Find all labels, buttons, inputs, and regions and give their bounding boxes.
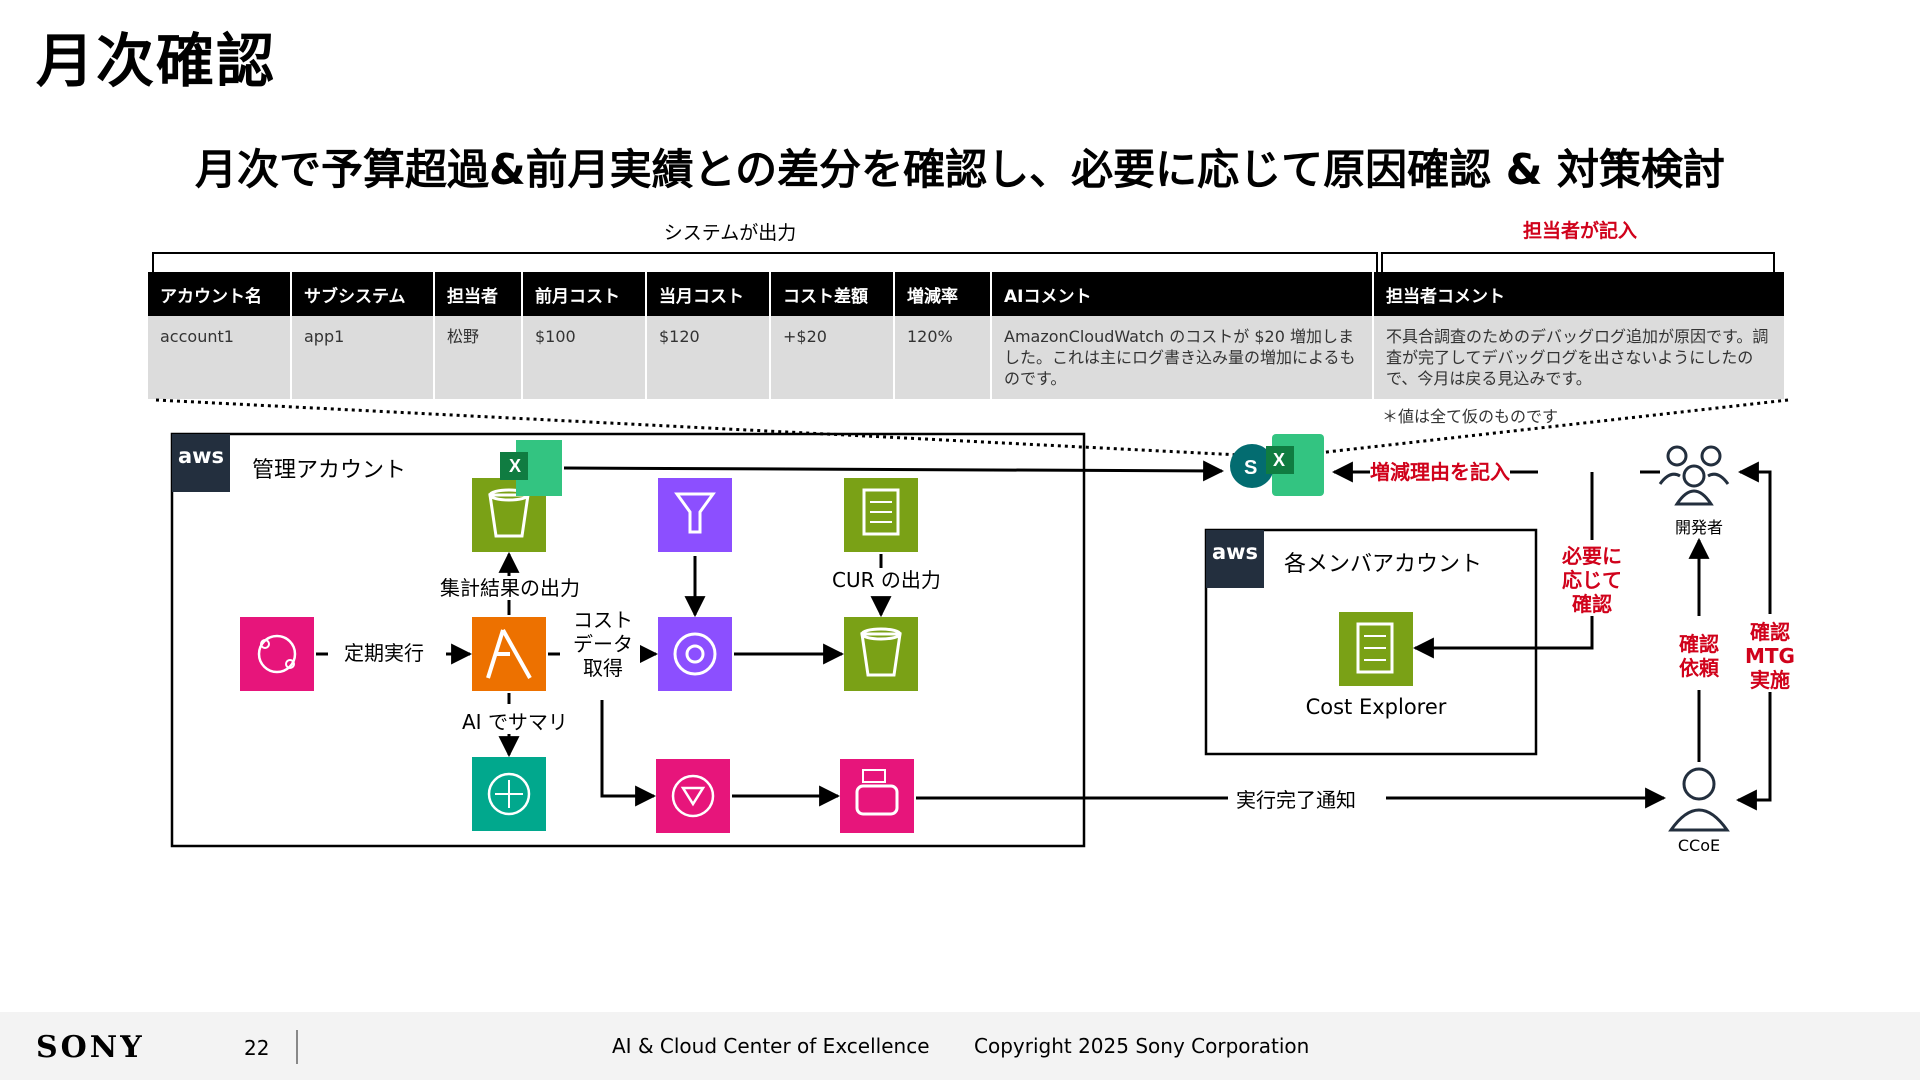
management-account-title: 管理アカウント bbox=[252, 458, 407, 483]
request-check-label: 確認 依頼 bbox=[1670, 632, 1728, 680]
cell-prev-cost: $100 bbox=[522, 316, 647, 399]
developers-icon bbox=[1658, 445, 1730, 506]
zoom-line-right bbox=[1299, 398, 1789, 457]
cell-diff: +$20 bbox=[770, 316, 895, 399]
sharepoint-excel-icon: S X bbox=[1230, 434, 1324, 496]
member-account-title: 各メンバアカウント bbox=[1284, 552, 1483, 577]
cost-data-label: コスト データ 取得 bbox=[566, 608, 640, 680]
table-row: account1 app1 松野 $100 $120 +$20 120% Ama… bbox=[148, 316, 1786, 399]
management-account-box bbox=[170, 432, 1086, 848]
header-owner: 担当者 bbox=[434, 272, 523, 316]
zoom-line-left bbox=[155, 398, 1241, 457]
scheduled-label: 定期実行 bbox=[344, 641, 424, 665]
cell-cur-cost: $120 bbox=[646, 316, 771, 399]
footer-copyright: Copyright 2025 Sony Corporation bbox=[974, 1034, 1310, 1058]
chatbot-icon bbox=[840, 759, 914, 833]
cur-bucket-icon bbox=[844, 617, 918, 691]
check-if-needed-label: 必要に 応じて 確認 bbox=[1556, 544, 1628, 616]
owner-input-label: 担当者が記入 bbox=[1522, 220, 1637, 242]
header-diff: コスト差額 bbox=[770, 272, 895, 316]
done-notify-label: 実行完了通知 bbox=[1236, 788, 1356, 812]
aggregate-output-label: 集計結果の出力 bbox=[440, 576, 580, 600]
aws-logo-member: aws bbox=[1206, 530, 1264, 588]
cell-account: account1 bbox=[148, 316, 292, 399]
excel-letter-2: X bbox=[1273, 450, 1285, 470]
header-rate: 増減率 bbox=[894, 272, 992, 316]
footer-org: AI & Cloud Center of Excellence bbox=[612, 1034, 930, 1058]
eventbridge-icon bbox=[240, 617, 314, 691]
excel-icon: X bbox=[500, 440, 562, 496]
mtg-label: 確認 MTG 実施 bbox=[1740, 620, 1800, 692]
header-ai-comment: AIコメント bbox=[991, 272, 1374, 316]
sample-values-note: ＊値は全て仮のものです bbox=[1382, 407, 1559, 426]
ccoe-label: CCoE bbox=[1677, 836, 1721, 855]
cur-report-icon bbox=[844, 478, 918, 552]
table-header-row: アカウント名 サブシステム 担当者 前月コスト 当月コスト コスト差額 増減率 … bbox=[148, 272, 1786, 316]
sony-logo: SONY bbox=[36, 1030, 145, 1065]
athena-icon bbox=[658, 617, 732, 691]
cell-owner-comment: 不具合調査のためのデバッグログ追加が原因です。調査が完了してデバッグログを出さな… bbox=[1373, 316, 1786, 399]
cost-table: アカウント名 サブシステム 担当者 前月コスト 当月コスト コスト差額 増減率 … bbox=[148, 272, 1786, 399]
header-cur-cost: 当月コスト bbox=[646, 272, 771, 316]
developers-label: 開発者 bbox=[1674, 518, 1723, 537]
system-brace bbox=[152, 252, 1378, 272]
header-subsystem: サブシステム bbox=[291, 272, 435, 316]
member-account-box bbox=[1204, 528, 1538, 756]
cell-owner: 松野 bbox=[434, 316, 523, 399]
owner-brace bbox=[1381, 252, 1775, 272]
header-prev-cost: 前月コスト bbox=[522, 272, 647, 316]
cell-ai-comment: AmazonCloudWatch のコストが $20 増加しました。これは主にロ… bbox=[991, 316, 1374, 399]
aws-logo: aws bbox=[172, 434, 230, 492]
page-number: 22 bbox=[244, 1036, 270, 1060]
footer-bar bbox=[0, 1012, 1920, 1080]
cost-explorer-label: Cost Explorer bbox=[1305, 695, 1447, 719]
ai-summary-label: AI でサマリ bbox=[462, 710, 568, 734]
slide-title: 月次確認 bbox=[36, 27, 277, 95]
cell-subsystem: app1 bbox=[291, 316, 435, 399]
excel-letter: X bbox=[509, 456, 521, 476]
ccoe-icon bbox=[1668, 767, 1730, 832]
sharepoint-letter: S bbox=[1244, 457, 1257, 479]
glue-databrew-icon bbox=[658, 478, 732, 552]
system-output-label: システムが出力 bbox=[663, 222, 797, 244]
cur-output-label: CUR の出力 bbox=[832, 568, 941, 592]
step-functions-icon bbox=[656, 759, 730, 833]
cost-explorer-icon bbox=[1339, 612, 1413, 686]
cell-rate: 120% bbox=[894, 316, 992, 399]
header-account: アカウント名 bbox=[148, 272, 292, 316]
record-reason-label: 増減理由を記入 bbox=[1370, 460, 1510, 484]
lambda-icon bbox=[472, 617, 546, 691]
header-owner-comment: 担当者コメント bbox=[1373, 272, 1786, 316]
footer-divider bbox=[296, 1030, 298, 1064]
slide-subtitle: 月次で予算超過&前月実績との差分を確認し、必要に応じて原因確認 & 対策検討 bbox=[194, 145, 1726, 194]
bedrock-icon bbox=[472, 757, 546, 831]
s3-bucket-icon bbox=[472, 478, 546, 552]
